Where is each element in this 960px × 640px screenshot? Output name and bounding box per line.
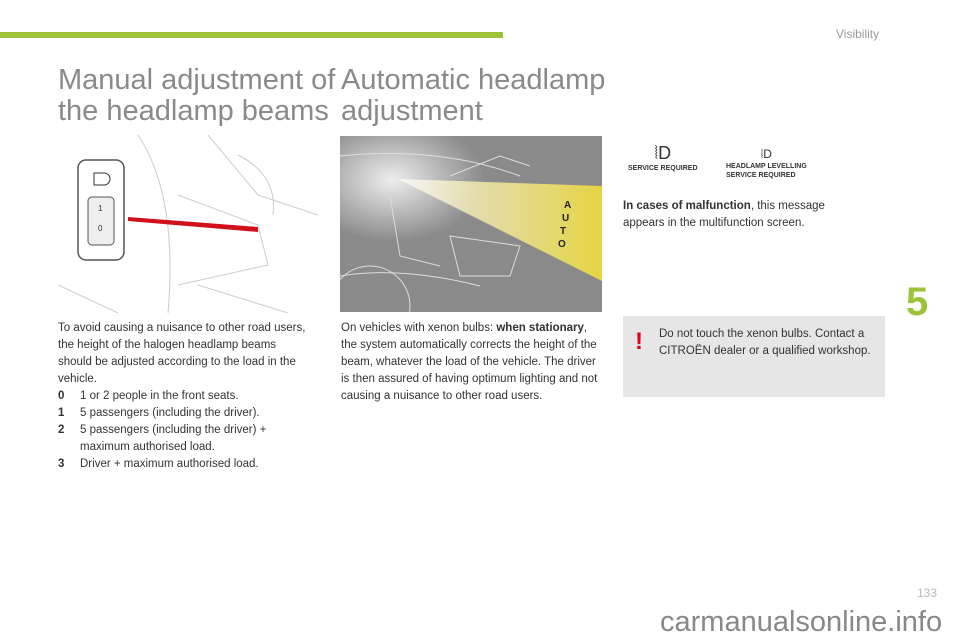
service-required-indicator: ⦚D SERVICE REQUIRED (628, 143, 698, 172)
auto-body: On vehicles with xenon bulbs: when stati… (341, 322, 598, 402)
levelling-service-indicator: ⦚D HEADLAMP LEVELLING SERVICE REQUIRED (726, 147, 807, 179)
manual-body: To avoid causing a nuisance to other roa… (58, 320, 308, 473)
malfunction-text: In cases of malfunction, this message ap… (623, 200, 825, 229)
warning-icon: ! (635, 328, 643, 355)
switch-label: 1 (98, 204, 103, 213)
warning-box: ! Do not touch the xenon bulbs. Contact … (623, 316, 885, 397)
section-title: Visibility (836, 27, 880, 41)
chapter-number: 5 (906, 280, 929, 324)
switch-label: 0 (98, 224, 103, 233)
watermark: carmanualsonline.info (660, 606, 943, 638)
headlamp-level-icon: ⦚D (654, 143, 672, 163)
page-number: 133 (917, 586, 938, 600)
headlamp-level-icon-small: ⦚D (760, 147, 772, 161)
headlamp-switch-illustration: 1 0 (58, 135, 318, 313)
section-bar (0, 32, 503, 38)
